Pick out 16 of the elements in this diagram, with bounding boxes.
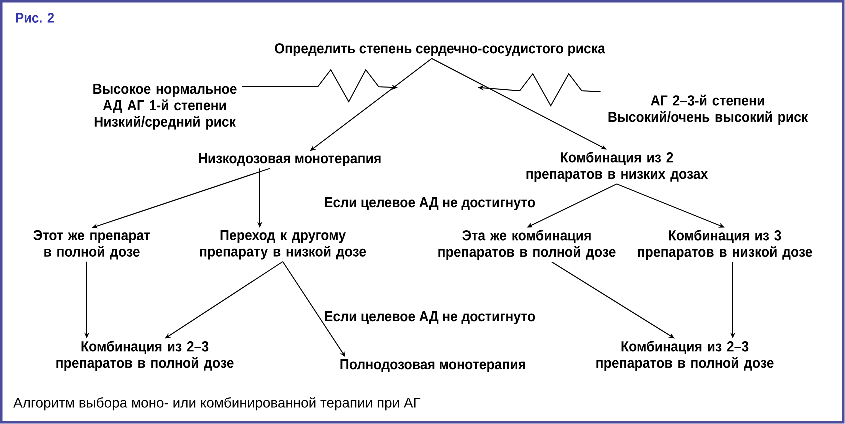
step-text: Комбинация из 2 препаратов в низких дозах (526, 152, 708, 182)
step-text: Эта же комбинация препаратов в полной дозе (438, 230, 616, 260)
step-text: Этот же препарат в полной дозе (34, 230, 150, 260)
condition-note: Если целевое АД не достигнуто (325, 198, 536, 210)
step-text: Переход к другому препарату в низкой дозе (200, 230, 366, 260)
step-text: Комбинация из 3 препаратов в низкой дозе (638, 230, 812, 260)
step-text: АГ 2–3-й степени Высокий/очень высокий риск (608, 94, 808, 126)
caption: Алгоритм выбора моно- или комбинированной терапии при АГ (14, 397, 421, 411)
step-text: Комбинация из 2–3 препаратов в полной дозе (56, 341, 234, 372)
step-text: Низкодозовая монотерапия (199, 154, 381, 166)
figure-number: Рис. 2 (16, 13, 54, 23)
step-text: Высокое нормальное АД АГ 1-й степени Низкий/средний риск (94, 84, 237, 130)
step-text: Комбинация из 2–3 препаратов в полной дозе (596, 341, 774, 372)
step-text: Определить степень сердечно-сосудистого риска (275, 43, 606, 57)
condition-note: Если целевое АД не достигнуто (325, 312, 536, 324)
step-text: Полнодозовая монотерапия (340, 360, 526, 372)
